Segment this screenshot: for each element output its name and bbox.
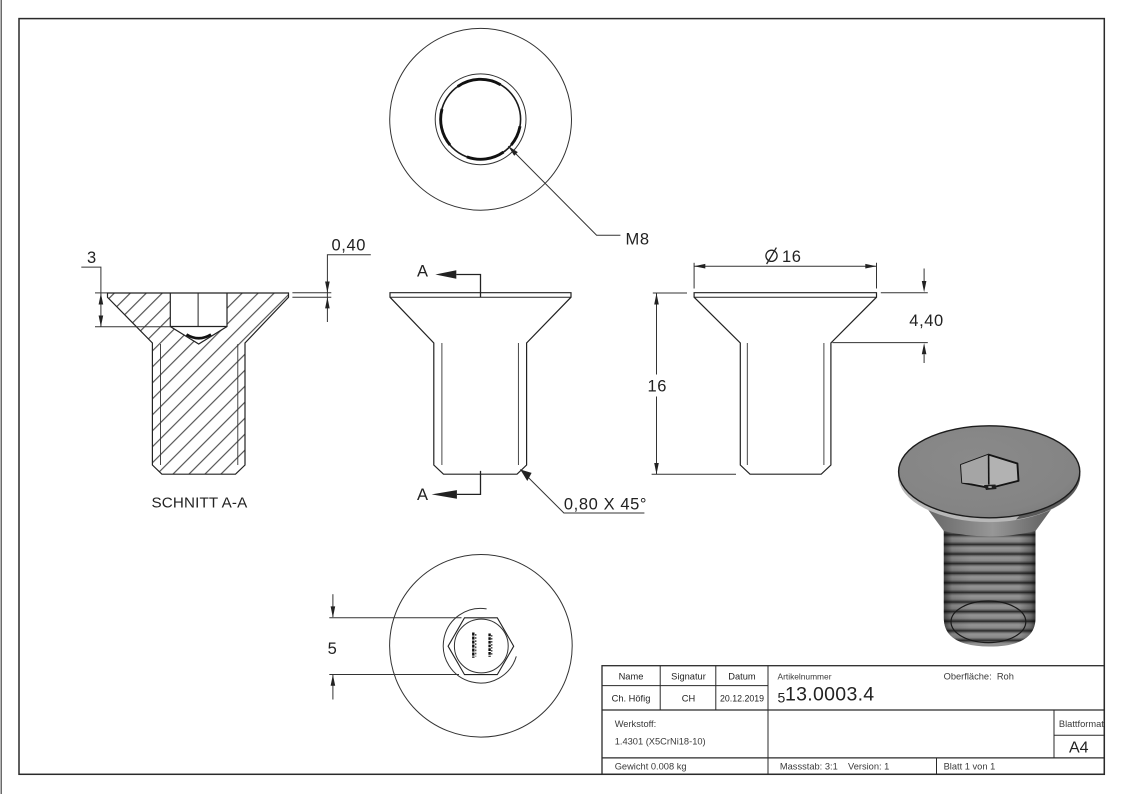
svg-text:Massstab: 3:1: Massstab: 3:1 <box>780 762 838 772</box>
svg-text:5: 5 <box>328 640 338 658</box>
svg-text:Ch. Höfig: Ch. Höfig <box>612 694 651 704</box>
svg-text:5: 5 <box>778 690 786 706</box>
svg-text:16: 16 <box>782 248 802 266</box>
svg-text:13.0003.4: 13.0003.4 <box>785 683 874 705</box>
svg-text:1.4301 (X5CrNi18-10): 1.4301 (X5CrNi18-10) <box>615 737 706 747</box>
svg-text:Version: 1: Version: 1 <box>848 762 889 772</box>
svg-text:20.12.2019: 20.12.2019 <box>720 693 764 703</box>
svg-text:3: 3 <box>87 249 97 267</box>
svg-text:A4: A4 <box>1069 740 1089 757</box>
svg-text:Signatur: Signatur <box>671 672 706 682</box>
svg-text:Werkstoff:: Werkstoff: <box>615 719 657 729</box>
svg-text:Blattformat: Blattformat <box>1059 719 1104 729</box>
svg-text:Datum: Datum <box>728 672 756 682</box>
svg-text:Gewicht 0.008 kg: Gewicht 0.008 kg <box>615 762 687 772</box>
svg-text:Name: Name <box>619 672 644 682</box>
svg-text:CH: CH <box>682 694 695 704</box>
svg-text:4,40: 4,40 <box>909 312 944 330</box>
svg-text:Oberfläche: Roh: Oberfläche: Roh <box>944 671 1014 681</box>
svg-text:A: A <box>417 263 429 281</box>
svg-text:SCHNITT A-A: SCHNITT A-A <box>152 495 249 512</box>
svg-text:Blatt 1 von 1: Blatt 1 von 1 <box>944 762 996 772</box>
svg-text:Artikelnummer: Artikelnummer <box>778 671 832 681</box>
svg-text:M8: M8 <box>626 231 650 249</box>
svg-text:16: 16 <box>648 378 668 396</box>
svg-text:0,40: 0,40 <box>332 237 367 255</box>
svg-text:A: A <box>417 486 429 504</box>
svg-text:0,80 X 45°: 0,80 X 45° <box>564 496 647 514</box>
